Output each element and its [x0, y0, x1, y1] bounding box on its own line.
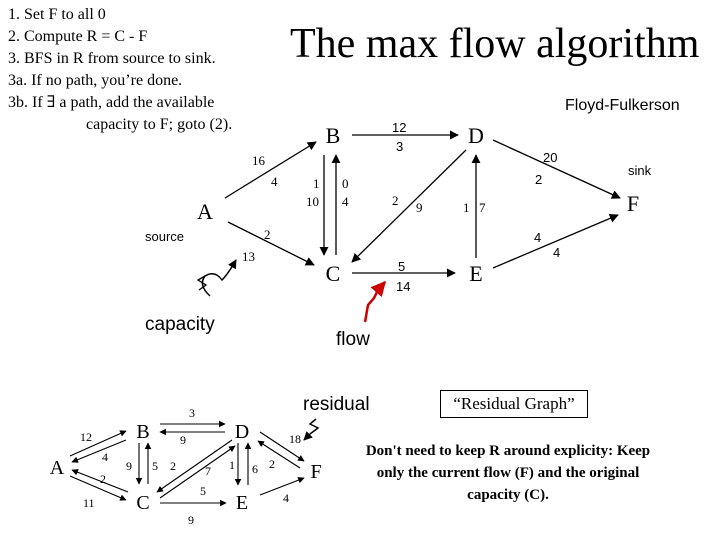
rlabel-ed: 6 — [252, 462, 258, 476]
rlabel-cb2: 2 — [170, 459, 176, 473]
redge-d-f — [259, 431, 305, 462]
rlabel-ef: 4 — [283, 491, 289, 505]
rlabel-ba: 4 — [102, 450, 108, 464]
node-a: A — [197, 199, 213, 224]
edge-e-f — [492, 214, 619, 269]
top-graph-nodes: A B C D E F — [197, 123, 639, 286]
label-ce-flow: 5 — [398, 259, 405, 274]
residual-pointer-arrow — [303, 418, 320, 441]
rlabel-df: 18 — [289, 432, 301, 446]
node-e: E — [469, 261, 482, 286]
label-ed-flow: 1 — [463, 200, 470, 215]
label-ed-capacity: 7 — [479, 200, 486, 215]
rlabel-ce: 9 — [188, 513, 194, 527]
label-ac-flow: 2 — [264, 227, 271, 242]
rlabel-cd: 5 — [200, 484, 206, 498]
label-df-capacity: 20 — [543, 150, 557, 165]
residual-graph-edges — [69, 420, 305, 507]
label-bc-capacity: 10 — [306, 194, 319, 209]
step-3b-continued: capacity to F; goto (2). — [86, 116, 233, 133]
rlabel-bc: 9 — [126, 459, 132, 473]
node-c: C — [326, 261, 341, 286]
residual-graph-callout: “Residual Graph” — [440, 390, 588, 418]
residual-graph-nodes: A B C D E F — [50, 421, 322, 514]
node-b: B — [326, 123, 341, 148]
node-d: D — [468, 123, 484, 148]
label-bc-flow: 1 — [313, 176, 320, 191]
step-3a: 3a. If no path, you’re done. — [8, 72, 183, 89]
redge-c-d — [159, 445, 236, 499]
redge-c-a — [71, 469, 129, 493]
rlabel-cb1: 5 — [152, 459, 158, 473]
rnode-c: C — [136, 492, 149, 514]
storage-note: Don't need to keep R around explicity: K… — [365, 443, 651, 503]
top-graph-labels: 16 4 13 2 1 10 0 4 12 3 2 9 5 14 1 7 20 … — [145, 120, 652, 350]
node-f: F — [627, 191, 639, 216]
capacity-pointer-squiggle — [196, 275, 208, 291]
redge-e-f — [259, 477, 305, 496]
residual-graph-labels: 12 4 2 11 3 9 9 5 2 7 5 1 6 18 2 4 9 — [80, 406, 301, 527]
algorithm-steps: 1. Set F to all 0 2. Compute R = C - F 3… — [8, 4, 232, 136]
edge-d-f — [492, 139, 621, 199]
label-residual: residual — [303, 394, 370, 415]
rlabel-dc: 7 — [205, 464, 211, 478]
rnode-f: F — [310, 461, 321, 483]
redge-b-a — [71, 439, 127, 463]
rlabel-bd: 3 — [189, 406, 195, 420]
step-3: 3. BFS in R from source to sink. — [8, 50, 216, 67]
redge-f-d — [257, 440, 301, 469]
label-ac-capacity: 13 — [242, 249, 255, 264]
rnode-b: B — [136, 421, 149, 443]
label-ef-capacity: 4 — [553, 245, 560, 260]
step-1: 1. Set F to all 0 — [8, 6, 106, 23]
redge-a-b — [69, 430, 127, 457]
top-graph-edges — [224, 130, 621, 278]
label-flow: flow — [336, 329, 370, 350]
label-df-flow: 2 — [535, 172, 542, 187]
label-dc-flow: 2 — [392, 193, 399, 208]
redge-d-c — [156, 439, 233, 493]
rnode-d: D — [235, 421, 249, 443]
step-2: 2. Compute R = C - F — [8, 28, 148, 45]
rlabel-ac: 11 — [83, 496, 95, 510]
label-bd-flow: 12 — [392, 120, 406, 135]
label-ab-capacity: 16 — [252, 153, 266, 168]
rnode-e: E — [236, 492, 248, 514]
label-capacity: capacity — [145, 314, 215, 335]
page-subtitle: Floyd-Fulkerson — [565, 97, 680, 114]
label-cb-flow: 0 — [342, 176, 349, 191]
label-cb-capacity: 4 — [342, 194, 349, 209]
label-ce-capacity: 14 — [396, 279, 410, 294]
edge-a-c — [227, 221, 315, 266]
label-source: source — [145, 229, 184, 244]
capacity-pointer-arrow — [201, 259, 237, 297]
rlabel-ab: 12 — [80, 430, 92, 444]
rlabel-db: 9 — [180, 433, 186, 447]
step-3b: 3b. If ∃ a path, add the available — [8, 94, 215, 111]
rlabel-fd: 2 — [269, 457, 275, 471]
flow-pointer-arrow — [363, 280, 386, 323]
edge-d-c — [351, 149, 467, 263]
label-ab-flow: 4 — [271, 174, 278, 189]
rlabel-de: 1 — [229, 458, 235, 472]
rnode-a: A — [50, 457, 65, 479]
label-ef-flow: 4 — [534, 230, 541, 245]
page-title: The max flow algorithm — [290, 21, 700, 67]
redge-a-c — [69, 475, 127, 501]
label-sink: sink — [628, 163, 652, 178]
rlabel-ca: 2 — [100, 472, 106, 486]
label-bd-capacity: 3 — [396, 139, 403, 154]
edge-a-b — [224, 141, 317, 199]
label-dc-capacity: 9 — [416, 200, 423, 215]
